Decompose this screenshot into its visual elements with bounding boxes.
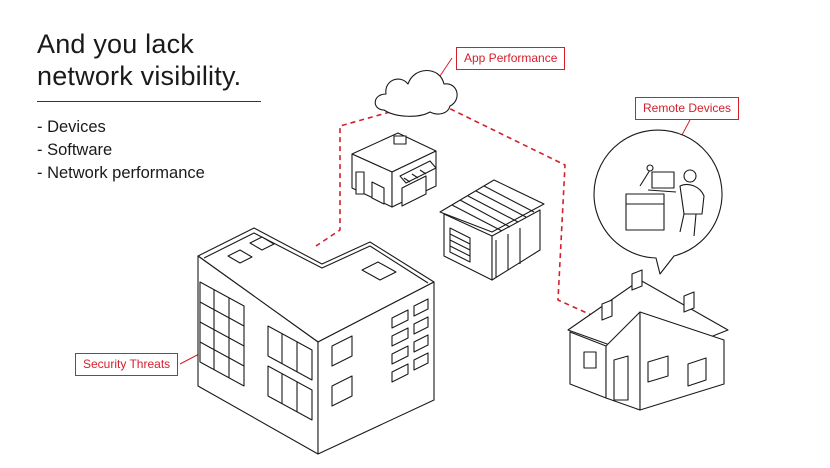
cloud-icon (374, 69, 458, 117)
bullet-list: - Devices - Software - Network performan… (37, 116, 205, 185)
headline: And you lack network visibility. (37, 28, 241, 92)
callout-app-performance: App Performance (456, 47, 566, 70)
headline-divider (37, 101, 261, 102)
remote-worker-bubble (593, 129, 723, 275)
office-building-icon (197, 227, 435, 455)
bullet-devices: - Devices (37, 118, 106, 136)
callout-remote-devices: Remote Devices (635, 97, 740, 120)
person-icon (683, 169, 697, 183)
headline-line-1: And you lack (37, 29, 194, 59)
house-icon (567, 269, 729, 411)
callout-security-threats: Security Threats (75, 353, 179, 376)
bullet-software: - Software (37, 141, 113, 159)
laptop-icon (651, 171, 675, 189)
desk-icon (625, 193, 665, 231)
bullet-network-performance: - Network performance (37, 164, 205, 182)
link-cloud-to-office (315, 111, 391, 247)
shop-building-icon (351, 132, 437, 208)
warehouse-icon (439, 179, 545, 281)
headline-line-2: network visibility. (37, 61, 242, 91)
